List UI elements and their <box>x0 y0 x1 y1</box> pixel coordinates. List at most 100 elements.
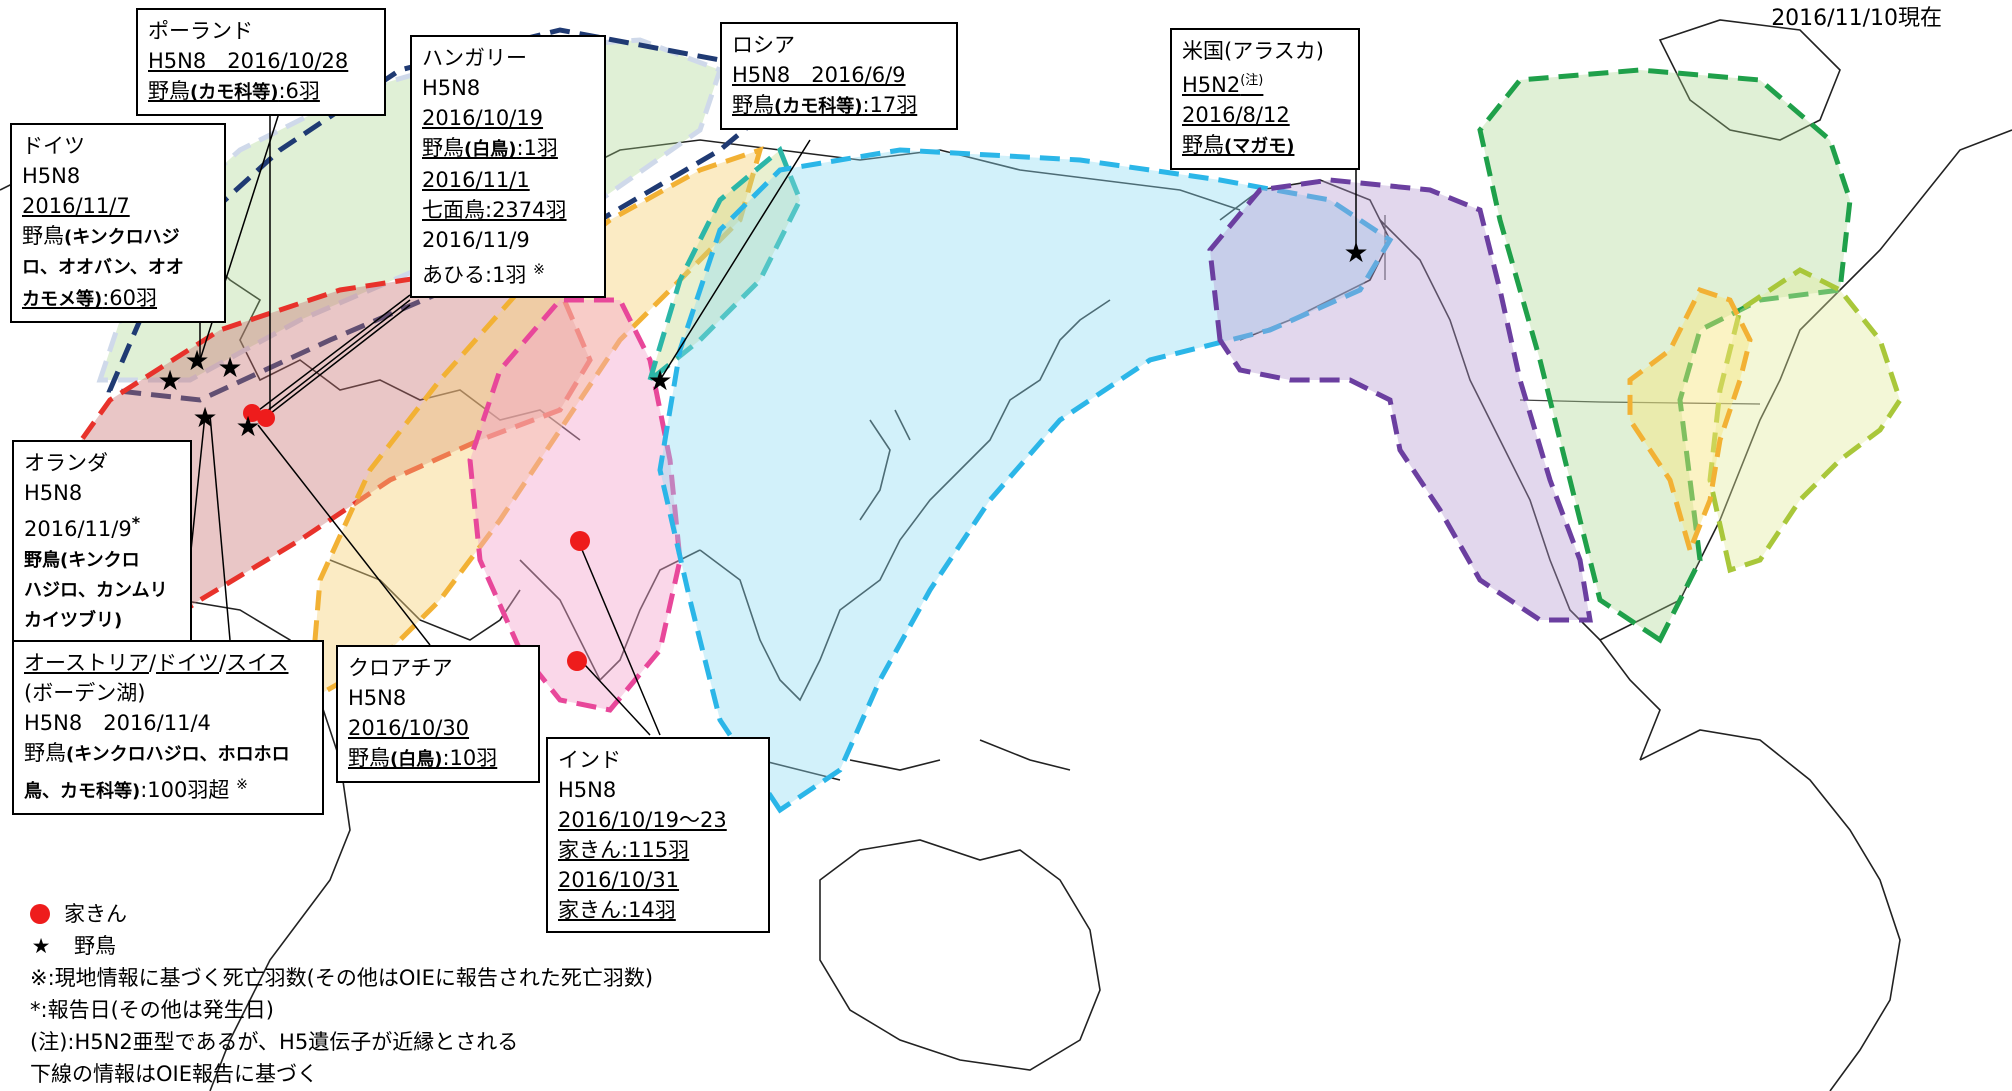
subtype: H5N8 <box>348 686 407 710</box>
route-orange-america <box>1627 286 1753 558</box>
country-label: 米国(アラスカ) <box>1182 39 1324 63</box>
bird-detail: (キンクロハジロ、ホロホロ <box>66 744 290 765</box>
bird-line-1: 野鳥(白鳥):1羽 <box>422 133 594 165</box>
wild-marker-russia: ★ <box>647 364 672 397</box>
bird-label: 野鳥 <box>1182 133 1224 157</box>
report-box-croatia: クロアチア H5N8 2016/10/30 野鳥(白鳥):10羽 <box>336 645 540 783</box>
legend-note-1: ※:現地情報に基づく死亡羽数(その他はOIEに報告された死亡羽数) <box>30 966 654 990</box>
central-america-coast <box>1599 639 1661 761</box>
report-box-poland: ポーランド H5N8 2016/10/28 野鳥(カモ科等):6羽 <box>136 8 386 116</box>
date-stamp: 2016/11/10現在 <box>1771 6 1942 31</box>
bird-count: :6羽 <box>278 79 320 103</box>
legend-poultry: 家きん <box>30 898 653 930</box>
legend-note-2: *:報告日(その他は発生日) <box>30 998 274 1022</box>
report-date-2: 2016/10/31 <box>558 868 680 892</box>
bird-count: :100羽超 <box>140 778 230 802</box>
country-label: インド <box>558 748 621 772</box>
route-pink-india <box>467 297 683 713</box>
report-box-russia: ロシア H5N8 2016/6/9 野鳥(カモ科等):17羽 <box>720 22 958 130</box>
star-icon: ★ <box>31 934 51 958</box>
leader-netherlands <box>189 414 206 561</box>
report-line: H5N8 2016/6/9 <box>732 63 906 87</box>
date-mark: * <box>131 513 141 532</box>
country-label: ポーランド <box>148 19 253 43</box>
report-date: 2016/11/9* <box>24 508 180 544</box>
bird-label: 野鳥 <box>348 746 390 770</box>
report-date: 2016/8/12 <box>1182 103 1290 127</box>
bird-detail: (キンクロハジ <box>64 227 180 248</box>
bird-detail: (白鳥) <box>390 749 443 770</box>
route-purple-pacific <box>1207 177 1593 623</box>
bird-line: 野鳥(マガモ) <box>1182 130 1348 162</box>
country-label: オランダ <box>24 451 108 475</box>
report-box-india: インド H5N8 2016/10/19～23 家きん:115羽 2016/10/… <box>546 737 770 933</box>
bird-detail: (カモ科等) <box>190 82 279 103</box>
separator: / <box>219 651 227 675</box>
bird-label: 野鳥 <box>24 550 60 571</box>
bird-detail: (キンクロ <box>60 550 140 571</box>
lake-label: (ボーデン湖) <box>24 681 146 705</box>
leader-russia <box>659 139 811 381</box>
bird-text: あひる:1羽 <box>422 263 527 287</box>
south-america-coast <box>1639 729 1901 1091</box>
poultry-dot-icon <box>30 904 50 924</box>
poultry-marker-hungary-1 <box>243 404 261 422</box>
bird-line: 野鳥(カモ科等):6羽 <box>148 76 374 108</box>
country-label: ドイツ <box>22 134 85 158</box>
bird-label: 野鳥 <box>422 136 464 160</box>
poultry-line-2: 家きん:14羽 <box>558 898 676 922</box>
greenland-coast <box>1658 19 1841 141</box>
country-line: オーストリア/ドイツ/スイス <box>24 648 312 678</box>
report-date: 2016/11/7 <box>22 194 130 218</box>
markers: ★ ★ ★ ★ ★ ★ ★ <box>157 236 1369 671</box>
report-date-2: 2016/11/1 <box>422 168 530 192</box>
legend-wild-bird: ★ 野鳥 <box>30 930 653 962</box>
bird-detail: (マガモ) <box>1224 136 1295 157</box>
bird-line-2: 七面鳥:2374羽 <box>422 198 567 222</box>
report-date: 2016/10/30 <box>348 716 470 740</box>
leader-hungary-1 <box>254 294 411 414</box>
bird-line-3: あひる:1羽 ※ <box>422 255 594 290</box>
subtype: H5N8 <box>558 778 617 802</box>
bird-label: 野鳥 <box>732 93 774 117</box>
wild-marker-austria: ★ <box>192 401 217 434</box>
legend-poultry-label: 家きん <box>64 902 127 926</box>
bird-detail-2: ロ、オオバン、オオ <box>22 257 184 278</box>
legend: 家きん ★ 野鳥 ※:現地情報に基づく死亡羽数(その他はOIEに報告された死亡羽数… <box>30 898 653 1090</box>
wild-marker-germany-2: ★ <box>217 351 242 384</box>
separator: / <box>148 651 157 675</box>
india-coast <box>519 549 701 682</box>
bird-line: 野鳥(白鳥):10羽 <box>348 743 528 775</box>
country-austria: オーストリア <box>24 651 149 675</box>
poultry-marker-hungary-2 <box>257 409 275 427</box>
report-line: H5N8 2016/10/28 <box>148 49 349 73</box>
bird-label: 野鳥 <box>22 224 64 248</box>
wild-marker-germany-1: ★ <box>184 344 209 377</box>
australia-coast <box>819 839 1101 1071</box>
wild-marker-hungary: ★ <box>235 410 260 443</box>
bird-count: :1羽 <box>516 136 558 160</box>
subtype: H5N8 <box>422 76 481 100</box>
report-date-1: 2016/10/19～23 <box>558 808 727 832</box>
report-line: H5N8 2016/11/4 <box>24 711 211 735</box>
leader-croatia <box>257 424 431 646</box>
report-date-text: 2016/11/9 <box>24 517 132 541</box>
route-cyan-asia <box>657 147 1394 814</box>
report-box-austria-germany-switzerland: オーストリア/ドイツ/スイス (ボーデン湖) H5N8 2016/11/4 野鳥… <box>12 640 324 815</box>
note-mark: ※ <box>236 777 248 793</box>
report-box-usa-alaska: 米国(アラスカ) H5N2(注) 2016/8/12 野鳥(マガモ) <box>1170 28 1360 170</box>
report-date-1: 2016/10/19 <box>422 106 544 130</box>
subtype: H5N8 <box>22 164 81 188</box>
country-switzerland: スイス <box>226 651 289 675</box>
legend-wild-label: 野鳥 <box>74 934 116 958</box>
bird-detail-3: カモメ等) <box>22 289 103 310</box>
report-box-germany: ドイツ H5N8 2016/11/7 野鳥(キンクロハジ ロ、オオバン、オオ カ… <box>10 123 226 323</box>
leader-hungary-2 <box>257 299 411 419</box>
bird-count: :17羽 <box>862 93 918 117</box>
subtype-note: (注) <box>1240 73 1264 88</box>
bird-detail-2: ハジロ、カンムリ <box>24 580 168 601</box>
bird-detail: (白鳥) <box>464 139 517 160</box>
bird-detail: (カモ科等) <box>774 96 863 117</box>
legend-note-4: 下線の情報はOIE報告に基づく <box>30 1062 318 1086</box>
bird-count: :10羽 <box>442 746 498 770</box>
